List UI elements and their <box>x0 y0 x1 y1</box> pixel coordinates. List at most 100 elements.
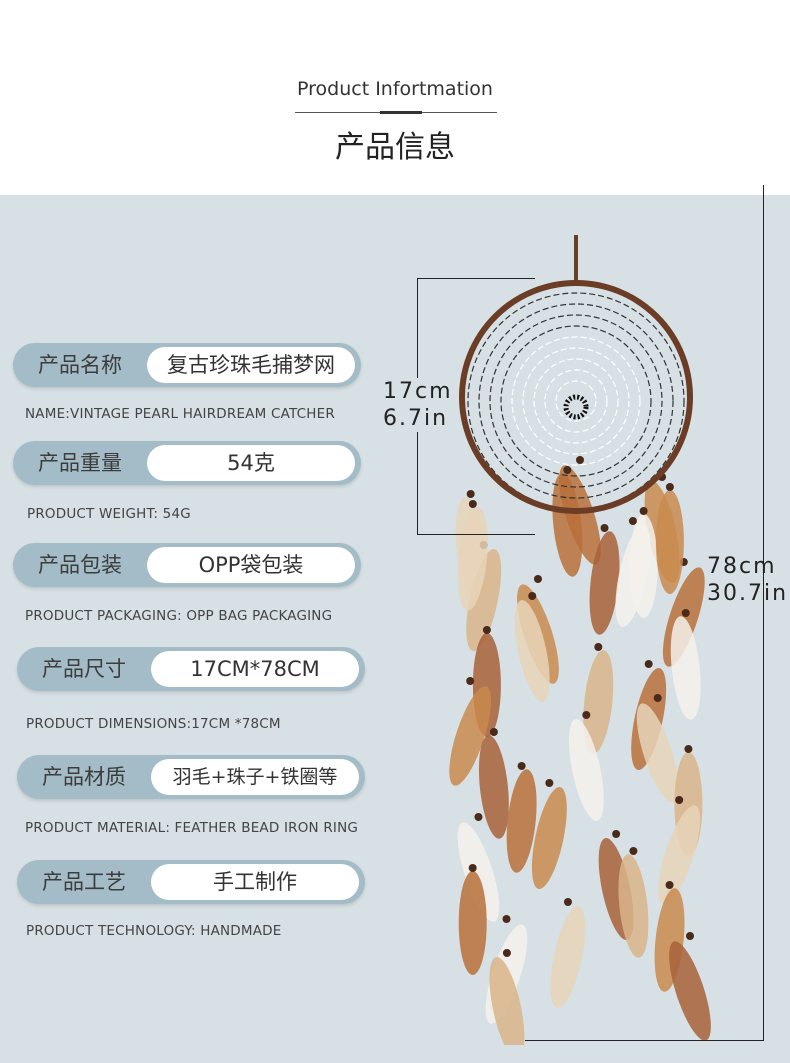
bead <box>466 677 475 685</box>
bead <box>474 813 483 821</box>
bead <box>675 796 684 804</box>
length-in: 30.7in <box>707 581 789 606</box>
spec-label: 产品包装 <box>38 553 122 577</box>
feather <box>550 906 586 1008</box>
feather <box>478 735 509 839</box>
bead <box>563 466 572 474</box>
center-ornament <box>563 394 589 420</box>
dimension-tick <box>417 534 535 535</box>
spec-label: 产品工艺 <box>42 870 126 894</box>
dimension-line-length <box>763 185 764 1041</box>
diameter-cm: 17cm <box>383 379 453 404</box>
bead <box>639 507 648 515</box>
spec-dimensions: 产品尺寸 17CM*78CM <box>17 647 365 691</box>
feather <box>636 703 679 803</box>
web-strand <box>489 314 663 488</box>
spec-weight: 产品重量 54克 <box>13 441 361 485</box>
bead <box>629 847 638 855</box>
bead <box>502 915 511 923</box>
bead <box>582 711 591 719</box>
bead <box>528 592 537 600</box>
ring <box>459 280 693 514</box>
spec-caption: PRODUCT WEIGHT: 54G <box>27 506 191 522</box>
bead <box>685 932 694 940</box>
feather <box>458 871 487 975</box>
bead <box>628 517 637 525</box>
feathers <box>449 456 711 1045</box>
feather <box>489 957 525 1045</box>
bead <box>600 524 609 532</box>
feather <box>449 686 492 786</box>
feather <box>457 507 488 611</box>
bead <box>653 694 662 702</box>
spec-value: 17CM*78CM <box>151 651 359 687</box>
web-strand <box>500 325 652 477</box>
bead <box>612 830 621 838</box>
bead <box>665 483 674 491</box>
diameter-in: 6.7in <box>383 406 449 431</box>
title-english: Product Infortmation <box>297 78 493 100</box>
bead <box>644 660 653 668</box>
spec-caption: PRODUCT TECHNOLOGY: HANDMADE <box>26 923 282 939</box>
feather <box>655 490 684 594</box>
dimension-tick <box>417 278 535 279</box>
bead <box>468 864 477 872</box>
length-cm: 78cm <box>707 554 777 579</box>
feather <box>658 805 701 905</box>
spec-caption: PRODUCT PACKAGING: OPP BAG PACKAGING <box>25 608 333 624</box>
web-strand <box>544 369 608 433</box>
feather <box>583 650 614 754</box>
title-divider-accent <box>380 111 422 114</box>
bead <box>468 500 477 508</box>
bead <box>517 762 526 770</box>
web-strand <box>533 358 619 444</box>
feather <box>615 525 651 627</box>
spec-technology: 产品工艺 手工制作 <box>17 860 365 904</box>
spec-value: 复古珍珠毛捕梦网 <box>147 347 355 383</box>
web <box>467 292 685 510</box>
bead <box>594 643 603 651</box>
spec-value: 羽毛+珠子+铁圈等 <box>151 759 359 795</box>
spec-label: 产品材质 <box>42 765 126 789</box>
spec-caption: PRODUCT DIMENSIONS:17CM *78CM <box>26 716 281 732</box>
header-section: Product Infortmation 产品信息 <box>0 0 790 195</box>
feather <box>514 600 550 702</box>
feather <box>457 822 500 922</box>
spec-value: OPP袋包装 <box>147 547 355 583</box>
bead <box>533 575 542 583</box>
spec-label: 产品尺寸 <box>42 657 126 681</box>
spec-value: 54克 <box>147 445 355 481</box>
feather <box>466 549 502 651</box>
bead <box>502 949 511 957</box>
bead <box>684 745 693 753</box>
feather <box>568 719 604 821</box>
spec-value: 手工制作 <box>151 864 359 900</box>
bead <box>665 881 674 889</box>
feather <box>670 616 701 720</box>
spec-caption: PRODUCT MATERIAL: FEATHER BEAD IRON RING <box>25 820 359 836</box>
bead <box>545 779 554 787</box>
web-strand <box>511 336 641 466</box>
web-strand <box>522 347 630 455</box>
bead <box>563 898 572 906</box>
feather <box>669 941 711 1041</box>
bead <box>482 626 491 634</box>
web-strand <box>478 303 674 499</box>
spec-packaging: 产品包装 OPP袋包装 <box>13 543 361 587</box>
feather <box>589 531 620 635</box>
spec-label: 产品重量 <box>38 451 122 475</box>
feather <box>506 769 537 873</box>
bead <box>681 609 690 617</box>
dimension-tick <box>525 1040 764 1041</box>
spec-name: 产品名称复古珍珠毛捕梦网 <box>13 343 361 387</box>
feather <box>531 787 567 889</box>
title-chinese: 产品信息 <box>335 130 455 165</box>
feather <box>552 473 583 577</box>
spec-caption: NAME:VINTAGE PEARL HAIRDREAM CATCHER <box>25 406 335 422</box>
spec-material: 产品材质 羽毛+珠子+铁圈等 <box>17 755 365 799</box>
dream-catcher-image <box>449 235 711 1045</box>
web-strand <box>467 292 685 510</box>
bead <box>489 728 498 736</box>
